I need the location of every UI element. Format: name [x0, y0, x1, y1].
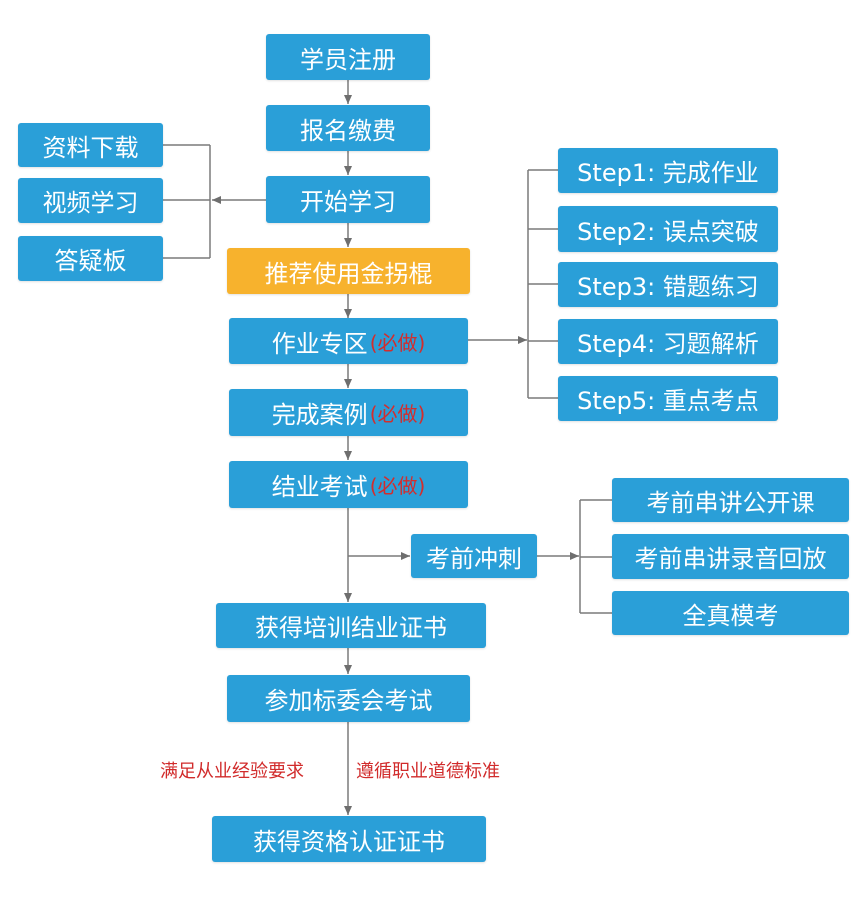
resource-label: 视频学习: [42, 189, 139, 217]
case-node: 完成案例(必做): [229, 389, 468, 436]
sprint-item-label: 考前串讲录音回放: [634, 545, 827, 573]
step-4-node: Step4: 习题解析: [558, 319, 778, 364]
step-label: Step3: 错题练习: [577, 273, 759, 301]
training-cert-node: 获得培训结业证书: [216, 603, 486, 648]
sprint-label: 考前冲刺: [426, 544, 522, 573]
training-cert-label: 获得培训结业证书: [255, 614, 447, 642]
start-study-node: 开始学习: [266, 176, 430, 223]
condition-experience: 满足从业经验要求: [160, 761, 304, 782]
resource-video-node: 视频学习: [18, 178, 163, 223]
step-label: Step4: 习题解析: [577, 330, 759, 358]
homework-label: 作业专区: [271, 329, 368, 358]
recommend-label: 推荐使用金拐棍: [264, 259, 433, 288]
register-label: 学员注册: [300, 45, 396, 74]
sprint-item-label: 考前串讲公开课: [646, 488, 815, 517]
required-tag: (必做): [369, 330, 426, 355]
sprint-item-node: 全真模考: [612, 591, 849, 635]
pay-label: 报名缴费: [300, 116, 396, 145]
start-study-label: 开始学习: [300, 188, 396, 216]
condition-ethics: 遵循职业道德标准: [356, 761, 500, 782]
step-1-node: Step1: 完成作业: [558, 148, 778, 193]
sprint-node: 考前冲刺: [411, 534, 537, 578]
sprint-item-node: 考前串讲公开课: [612, 478, 849, 522]
exam-node: 结业考试(必做): [229, 461, 468, 508]
pay-node: 报名缴费: [266, 105, 430, 151]
sprint-item-label: 全真模考: [682, 601, 779, 630]
register-node: 学员注册: [266, 34, 430, 80]
step-label: Step1: 完成作业: [577, 159, 759, 187]
qualification-cert-label: 获得资格认证证书: [253, 827, 445, 856]
sprint-item-node: 考前串讲录音回放: [612, 534, 849, 579]
qualification-cert-node: 获得资格认证证书: [212, 816, 486, 862]
recommend-node: 推荐使用金拐棍: [227, 248, 470, 294]
committee-exam-label: 参加标委会考试: [264, 687, 433, 715]
committee-exam-node: 参加标委会考试: [227, 675, 470, 722]
step-3-node: Step3: 错题练习: [558, 262, 778, 307]
step-label: Step2: 误点突破: [577, 217, 759, 246]
resource-qa-node: 答疑板: [18, 236, 163, 281]
exam-label: 结业考试: [271, 473, 368, 501]
required-tag: (必做): [369, 402, 426, 426]
resource-label: 资料下载: [42, 133, 139, 162]
resource-download-node: 资料下载: [18, 123, 163, 167]
step-label: Step5: 重点考点: [577, 387, 759, 415]
homework-node: 作业专区(必做): [229, 318, 468, 364]
required-tag: (必做): [369, 474, 426, 498]
case-label: 完成案例: [271, 401, 368, 429]
resource-label: 答疑板: [54, 247, 127, 275]
step-2-node: Step2: 误点突破: [558, 206, 778, 252]
step-5-node: Step5: 重点考点: [558, 376, 778, 421]
